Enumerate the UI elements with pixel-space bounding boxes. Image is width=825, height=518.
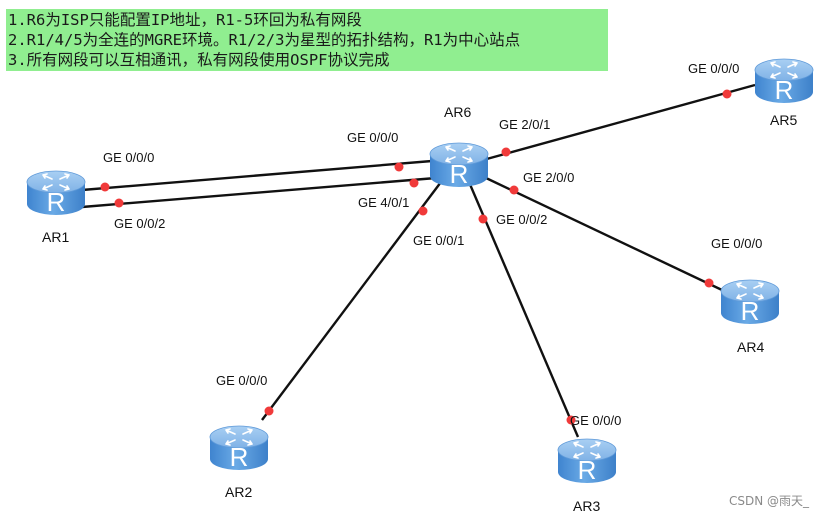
- router-letter: R: [230, 442, 249, 472]
- requirements-note: 1.R6为ISP只能配置IP地址，R1-5环回为私有网段 2.R1/4/5为全连…: [6, 9, 608, 71]
- link-ar2-ar6[interactable]: [261, 177, 445, 421]
- router-ar2[interactable]: R: [209, 425, 269, 472]
- router-name-ar6: AR6: [444, 104, 471, 120]
- router-letter: R: [741, 296, 760, 326]
- router-letter: R: [775, 75, 794, 105]
- port-dot-ar6-ge401[interactable]: [409, 178, 419, 188]
- requirement-line-3: 3.所有网段可以互相通讯，私有网段使用OSPF协议完成: [8, 51, 390, 69]
- port-label-ar3-ge000: GE 0/0/0: [570, 413, 621, 428]
- router-ar3[interactable]: R: [557, 438, 617, 485]
- port-dot-ar1-ge000[interactable]: [100, 182, 110, 192]
- watermark: CSDN @雨天_: [728, 494, 809, 508]
- router-letter: R: [47, 187, 66, 217]
- router-ar1[interactable]: R: [26, 170, 86, 217]
- link-ar1-ar6-a[interactable]: [81, 159, 433, 192]
- port-dots: [100, 89, 732, 425]
- port-dot-ar6-ge000[interactable]: [394, 162, 404, 172]
- router-name-ar3: AR3: [573, 498, 600, 514]
- port-label-ar6-ge002: GE 0/0/2: [496, 212, 547, 227]
- port-dot-ar4-ge000[interactable]: [704, 278, 714, 288]
- router-ar5[interactable]: R: [754, 58, 814, 105]
- port-dot-ar6-ge200[interactable]: [509, 185, 519, 195]
- port-label-ar1-ge000: GE 0/0/0: [103, 150, 154, 165]
- port-label-ar5-ge000: GE 0/0/0: [688, 61, 739, 76]
- port-dot-ar6-ge201[interactable]: [501, 147, 511, 157]
- port-label-ar1-ge002: GE 0/0/2: [114, 216, 165, 231]
- port-label-ar2-ge000: GE 0/0/0: [216, 373, 267, 388]
- requirement-line-1: 1.R6为ISP只能配置IP地址，R1-5环回为私有网段: [8, 11, 362, 29]
- router-name-ar5: AR5: [770, 112, 797, 128]
- port-dot-ar5-ge000[interactable]: [722, 89, 732, 99]
- router-letter: R: [578, 455, 597, 485]
- port-label-ar6-ge201: GE 2/0/1: [499, 117, 550, 132]
- port-label-ar6-ge000: GE 0/0/0: [347, 130, 398, 145]
- requirement-line-2: 2.R1/4/5为全连的MGRE环境。R1/2/3为星型的拓扑结构，R1为中心站…: [8, 31, 521, 49]
- port-dot-ar6-ge001[interactable]: [418, 206, 428, 216]
- port-label-ar6-ge001: GE 0/0/1: [413, 233, 464, 248]
- router-name-ar2: AR2: [225, 484, 252, 500]
- port-label-ar6-ge200: GE 2/0/0: [523, 170, 574, 185]
- router-name-ar4: AR4: [737, 339, 764, 355]
- port-label-ar6-ge401: GE 4/0/1: [358, 195, 409, 210]
- link-ar1-ar6-b[interactable]: [81, 176, 437, 209]
- router-ar6[interactable]: R: [429, 142, 489, 189]
- router-name-ar1: AR1: [42, 229, 69, 245]
- link-ar3-ar6[interactable]: [467, 181, 580, 438]
- router-ar4[interactable]: R: [720, 279, 780, 326]
- port-dot-ar3-ge000[interactable]: [566, 415, 576, 425]
- link-ar4-ar6[interactable]: [485, 176, 723, 292]
- port-dot-ar2-ge000[interactable]: [264, 406, 274, 416]
- port-label-ar4-ge000: GE 0/0/0: [711, 236, 762, 251]
- router-letter: R: [450, 159, 469, 189]
- link-ar5-ar6[interactable]: [482, 83, 756, 162]
- port-dot-ar1-ge002[interactable]: [114, 198, 124, 208]
- port-dot-ar6-ge002[interactable]: [478, 214, 488, 224]
- links: [81, 83, 756, 438]
